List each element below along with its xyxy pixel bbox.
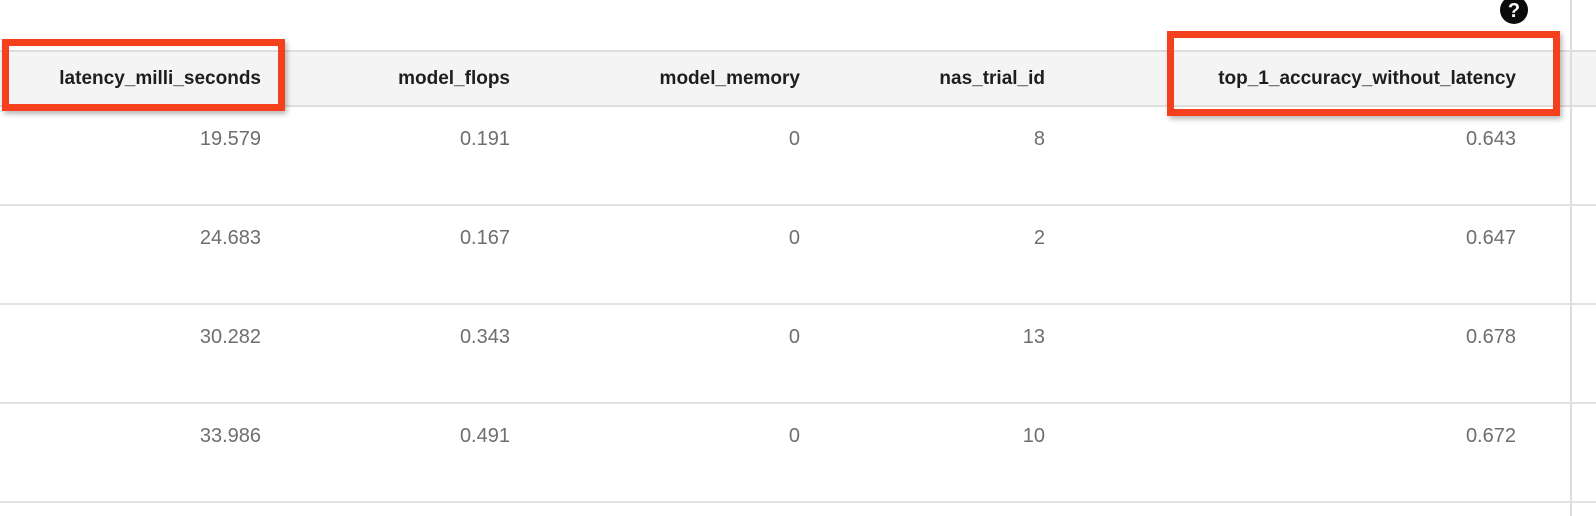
cell-accuracy: 0.672 <box>1069 403 1540 503</box>
table-row: 19.579 0.191 0 8 0.643 <box>0 106 1596 206</box>
cell-flops: 0.191 <box>285 106 534 206</box>
table-row: 33.986 0.491 0 10 0.672 <box>0 403 1596 503</box>
cell-trial-id: 8 <box>824 106 1069 206</box>
cell-latency: 30.282 <box>0 304 285 404</box>
cell-trial-id: 2 <box>824 205 1069 305</box>
column-header-model-memory[interactable]: model_memory <box>534 50 824 107</box>
cell-flops: 0.491 <box>285 403 534 503</box>
panel-divider <box>1570 0 1572 516</box>
table-row: 30.282 0.343 0 13 0.678 <box>0 304 1596 404</box>
cell-memory: 0 <box>534 304 824 404</box>
cell-filler <box>1540 205 1596 305</box>
cell-flops: 0.343 <box>285 304 534 404</box>
cell-filler <box>1540 304 1596 404</box>
table-row: 24.683 0.167 0 2 0.647 <box>0 205 1596 305</box>
column-header-model-flops[interactable]: model_flops <box>285 50 534 107</box>
cell-latency: 33.986 <box>0 403 285 503</box>
cell-accuracy: 0.647 <box>1069 205 1540 305</box>
cell-accuracy: 0.643 <box>1069 106 1540 206</box>
column-header-top-1-accuracy-without-latency[interactable]: top_1_accuracy_without_latency <box>1069 50 1540 107</box>
cell-memory: 0 <box>534 403 824 503</box>
cell-flops: 0.167 <box>285 205 534 305</box>
column-header-filler <box>1540 50 1596 107</box>
table-header-row: latency_milli_seconds model_flops model_… <box>0 50 1596 107</box>
cell-latency: 19.579 <box>0 106 285 206</box>
cell-memory: 0 <box>534 106 824 206</box>
cell-trial-id: 10 <box>824 403 1069 503</box>
column-header-latency-milli-seconds[interactable]: latency_milli_seconds <box>0 50 285 107</box>
metrics-table: latency_milli_seconds model_flops model_… <box>0 50 1596 503</box>
cell-memory: 0 <box>534 205 824 305</box>
cell-filler <box>1540 106 1596 206</box>
cell-accuracy: 0.678 <box>1069 304 1540 404</box>
help-icon[interactable]: ? <box>1500 0 1528 24</box>
cell-latency: 24.683 <box>0 205 285 305</box>
cell-trial-id: 13 <box>824 304 1069 404</box>
cell-filler <box>1540 403 1596 503</box>
column-header-nas-trial-id[interactable]: nas_trial_id <box>824 50 1069 107</box>
